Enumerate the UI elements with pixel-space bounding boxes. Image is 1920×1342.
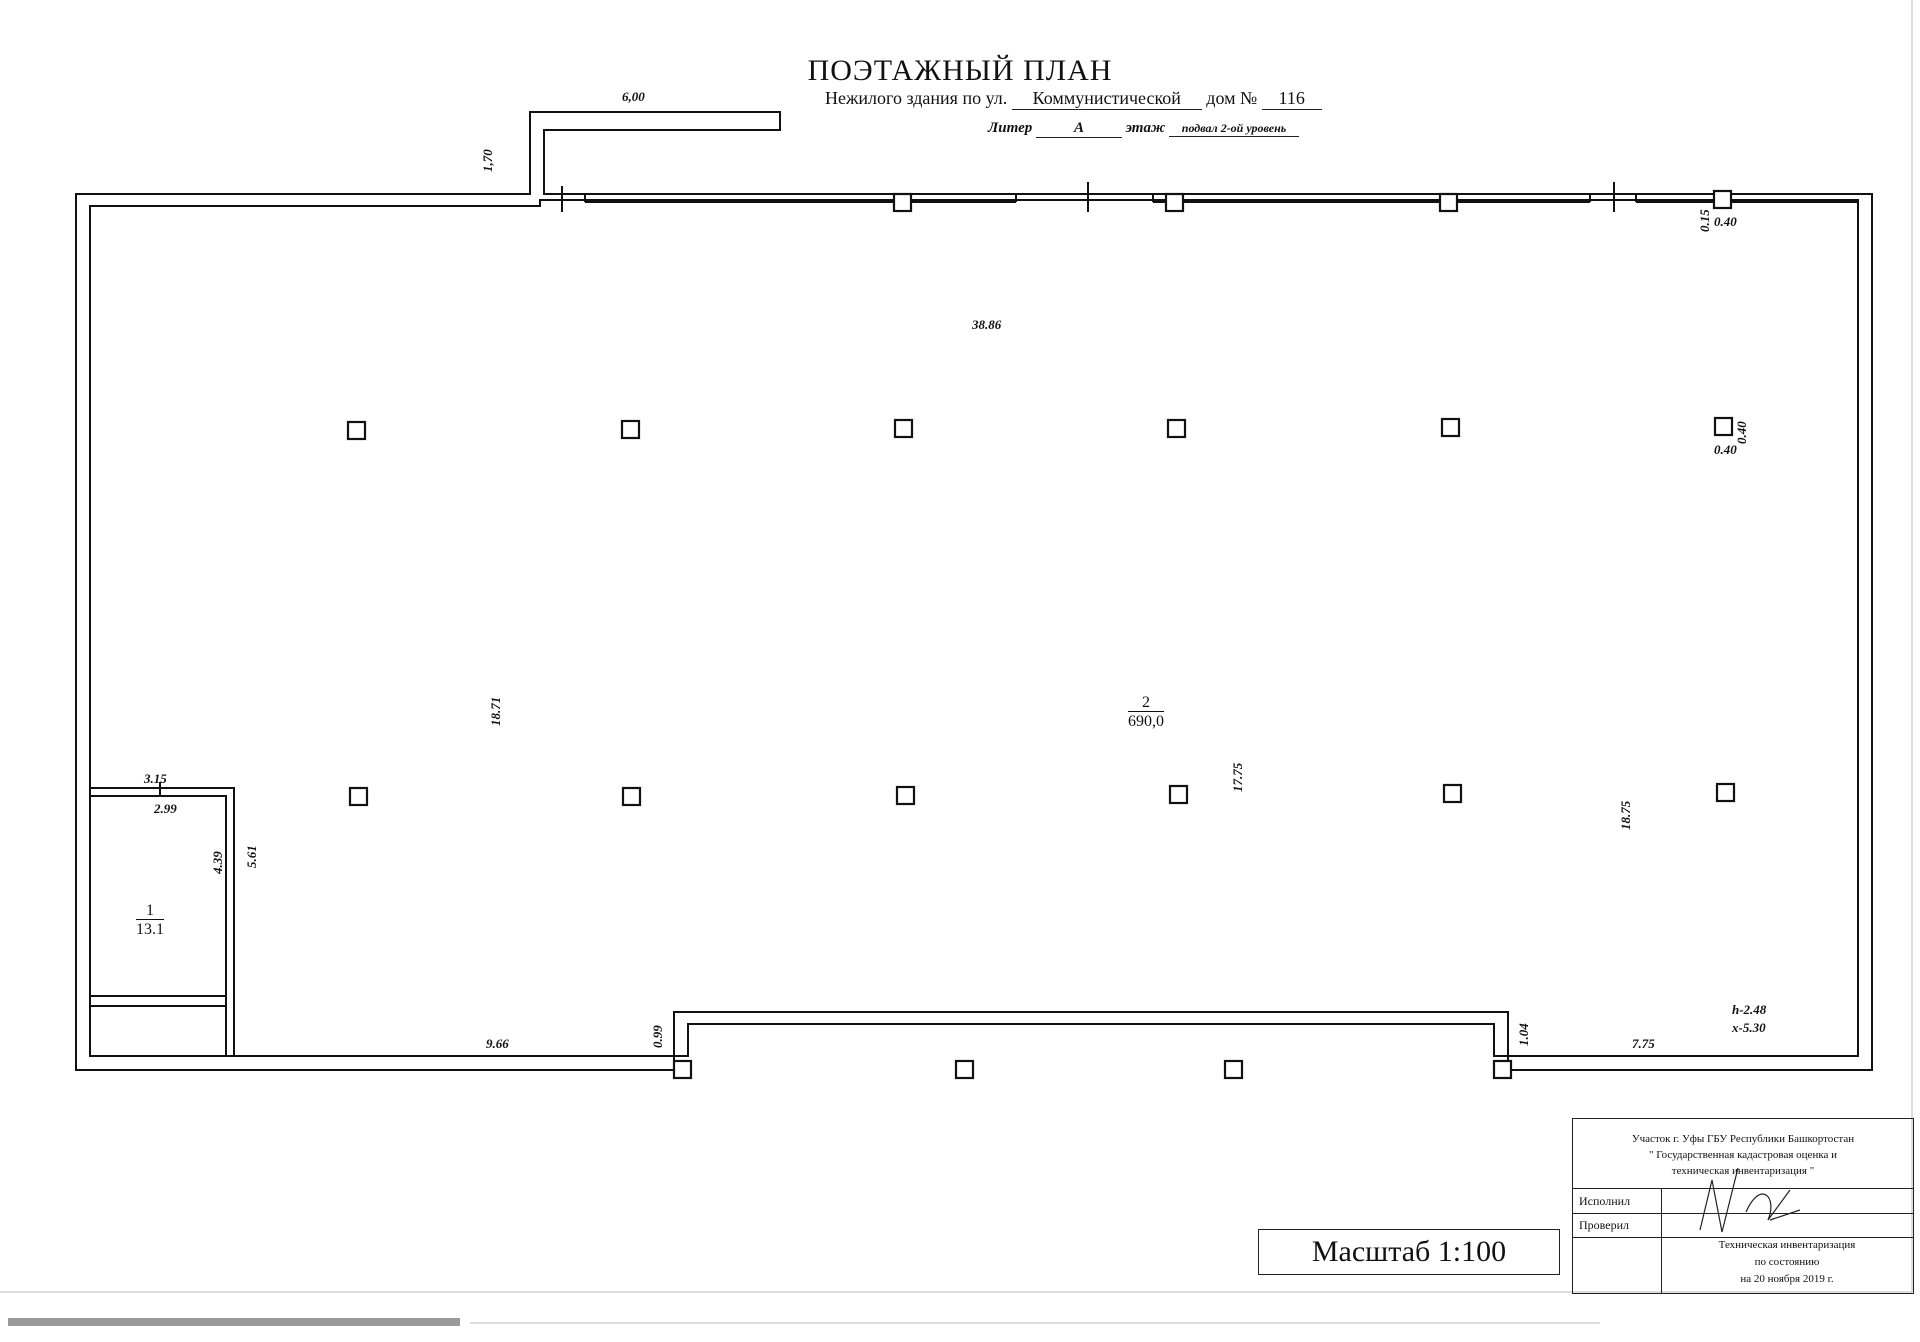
scan-gray-band bbox=[8, 1318, 460, 1326]
room-area: 13.1 bbox=[136, 921, 164, 938]
dim-small-room-outer: 3.15 bbox=[144, 771, 167, 786]
column bbox=[1223, 1059, 1244, 1080]
stamp-organization: Участок г. Уфы ГБУ Республики Башкортост… bbox=[1573, 1119, 1913, 1189]
stamp-footer-line-2: по состоянию bbox=[1754, 1256, 1820, 1268]
column bbox=[672, 1059, 693, 1080]
column bbox=[1166, 418, 1187, 439]
stamp-executed-label: Исполнил bbox=[1579, 1194, 1631, 1208]
floor-prefix: этаж bbox=[1125, 120, 1166, 136]
signature-mark bbox=[1699, 1167, 1801, 1233]
stamp-row-checked: Проверил bbox=[1573, 1213, 1913, 1238]
stamp-org-line-2: " Государственная кадастровая оценка и bbox=[1648, 1149, 1838, 1161]
column bbox=[1438, 192, 1459, 213]
dim-small-room-inner: 2.99 bbox=[154, 801, 177, 816]
subtitle: Нежилого здания по ул. Коммунистической … bbox=[825, 88, 1322, 110]
dim-notch-right: 1.04 bbox=[1516, 1023, 1531, 1046]
title-block-stamp: Участок г. Уфы ГБУ Республики Башкортост… bbox=[1572, 1118, 1914, 1294]
columns bbox=[346, 189, 1736, 1080]
liter-value: А bbox=[1036, 120, 1123, 138]
dim-mid-height: 17.75 bbox=[1230, 762, 1245, 792]
room-label-small: 1 13.1 bbox=[136, 902, 164, 940]
column bbox=[1164, 192, 1185, 213]
small-room-partition bbox=[90, 787, 235, 1056]
liter-line: Литер А этаж подвал 2-ой уровень bbox=[988, 120, 1299, 138]
column bbox=[621, 786, 642, 807]
dim-column-mid-v: 0.40 bbox=[1734, 421, 1749, 444]
dim-annex-width: 6,00 bbox=[622, 89, 645, 104]
stamp-row-executed: Исполнил bbox=[1573, 1189, 1913, 1214]
column bbox=[1712, 189, 1733, 210]
room-label-main: 2 690,0 bbox=[1128, 694, 1164, 732]
house-prefix: дом № bbox=[1206, 88, 1258, 108]
stamp-footer-line-3: на 20 ноября 2019 г. bbox=[1740, 1273, 1834, 1285]
dim-top-length: 38.86 bbox=[972, 317, 1002, 332]
scale-box: Масштаб 1:100 bbox=[1258, 1229, 1560, 1275]
column bbox=[346, 420, 367, 441]
floor-level: x-5.30 bbox=[1732, 1020, 1766, 1035]
small-room-partition-inner bbox=[90, 795, 227, 1056]
column bbox=[1442, 783, 1463, 804]
column bbox=[1713, 416, 1734, 437]
stamp-checked-label: Проверил bbox=[1579, 1218, 1629, 1232]
page-title: ПОЭТАЖНЫЙ ПЛАН bbox=[807, 54, 1113, 87]
dim-column-mid: 0.40 bbox=[1714, 442, 1737, 457]
column bbox=[348, 786, 369, 807]
dim-column-top: 0.40 bbox=[1714, 214, 1737, 229]
stamp-footer-line-1: Техническая инвентаризация bbox=[1718, 1239, 1856, 1251]
column bbox=[892, 192, 913, 213]
room-number: 1 bbox=[136, 902, 164, 920]
dim-small-room-h2: 5.61 bbox=[244, 845, 259, 868]
outer-wall-outline bbox=[75, 111, 1873, 1071]
stamp-footer-divider bbox=[1661, 1237, 1662, 1293]
house-number: 116 bbox=[1261, 88, 1322, 110]
dim-bottom-right: 7.75 bbox=[1632, 1036, 1655, 1051]
column bbox=[1168, 784, 1189, 805]
dim-notch-left: 0.99 bbox=[650, 1025, 665, 1048]
stamp-row-separator bbox=[1661, 1189, 1662, 1213]
column bbox=[895, 785, 916, 806]
dim-small-room-h1: 4.39 bbox=[210, 851, 225, 874]
liter-prefix: Литер bbox=[988, 120, 1033, 136]
inner-wall-outline bbox=[89, 199, 1859, 1057]
street-name: Коммунистической bbox=[1011, 88, 1202, 110]
dim-bottom-left: 9.66 bbox=[486, 1036, 509, 1051]
stamp-org-line-1: Участок г. Уфы ГБУ Республики Башкортост… bbox=[1631, 1133, 1855, 1145]
room-area: 690,0 bbox=[1128, 713, 1164, 730]
stamp-org-line-3: техническая инвентаризация " bbox=[1671, 1165, 1815, 1177]
dim-annex-height: 1,70 bbox=[480, 149, 495, 172]
dim-left-height: 18.71 bbox=[488, 696, 503, 726]
ceiling-height: h-2.48 bbox=[1732, 1002, 1767, 1017]
dim-wall-thickness: 0.15 bbox=[1697, 209, 1712, 232]
column bbox=[620, 419, 641, 440]
column bbox=[954, 1059, 975, 1080]
stamp-footer: Техническая инвентаризация по состоянию … bbox=[1661, 1237, 1913, 1288]
walls bbox=[75, 111, 1873, 1071]
subtitle-prefix: Нежилого здания по ул. bbox=[825, 88, 1008, 108]
room-number: 2 bbox=[1128, 694, 1164, 712]
stamp-row-separator bbox=[1661, 1213, 1662, 1237]
column bbox=[1492, 1059, 1513, 1080]
dim-right-height: 18.75 bbox=[1618, 800, 1633, 830]
column bbox=[893, 418, 914, 439]
column bbox=[1440, 417, 1461, 438]
floor-value: подвал 2-ой уровень bbox=[1169, 121, 1299, 137]
column bbox=[1715, 782, 1736, 803]
